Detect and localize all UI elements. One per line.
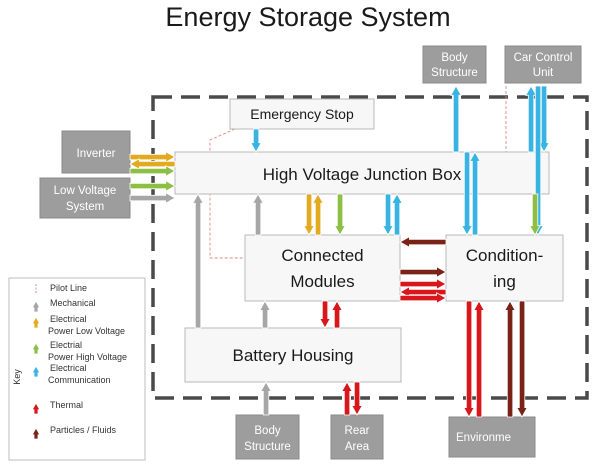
node-rear-area: Rear Area bbox=[330, 414, 384, 460]
arrow-cm-to-jb-comm bbox=[391, 193, 403, 236]
arrow-jb-to-cm-hv bbox=[334, 193, 346, 236]
arrow-cond-to-env-thermal bbox=[463, 300, 475, 418]
key-swatch bbox=[31, 427, 41, 440]
node-emergency-stop: Emergency Stop bbox=[229, 98, 375, 130]
key-item: Pilot Line bbox=[35, 283, 87, 293]
svg-text:Area: Area bbox=[345, 441, 370, 453]
svg-text:Connected: Connected bbox=[281, 246, 363, 265]
key-swatch bbox=[31, 402, 41, 415]
key-swatch bbox=[31, 342, 41, 355]
node-inverter: Inverter bbox=[61, 130, 131, 174]
key-label: Communication bbox=[48, 375, 111, 385]
arrow-cm-to-cond-thermal-2 bbox=[399, 292, 447, 304]
node-hv-junction-box: High Voltage Junction Box bbox=[174, 151, 550, 195]
system-boundary bbox=[151, 95, 589, 400]
node-conditioning: Condition- ing bbox=[445, 234, 564, 302]
pilot-lines bbox=[209, 86, 507, 259]
arrow-bh-to-jb-mech bbox=[192, 193, 204, 329]
svg-text:ing: ing bbox=[493, 272, 516, 291]
node-connected-modules: Connected Modules bbox=[244, 234, 401, 302]
svg-text:System: System bbox=[66, 201, 104, 213]
pilot-line-estop bbox=[209, 128, 245, 259]
arrow-cm-to-jb-lv bbox=[312, 193, 324, 236]
svg-text:Body: Body bbox=[254, 425, 280, 437]
key-swatch bbox=[31, 300, 41, 313]
arrow-cond-to-env-fluid bbox=[516, 300, 528, 418]
key-label: Mechanical bbox=[50, 298, 96, 308]
svg-text:Unit: Unit bbox=[533, 67, 554, 79]
node-low-voltage-system: Low Voltage System bbox=[39, 177, 131, 219]
key-item: Mechanical bbox=[31, 298, 96, 313]
svg-text:Inverter: Inverter bbox=[77, 148, 116, 160]
arrow-bh-to-cm-mech bbox=[259, 300, 271, 329]
arrow-inverter-to-jb-lv bbox=[129, 151, 176, 163]
node-body-structure-bottom: Body Structure bbox=[235, 414, 300, 460]
arrow-body-to-bh-mech bbox=[260, 381, 272, 416]
svg-text:Condition-: Condition- bbox=[466, 246, 544, 265]
arrow-jb-to-cond-hv bbox=[529, 193, 541, 236]
arrow-cond-to-cm-fluid bbox=[399, 236, 447, 248]
arrow-bh-to-cm-thermal bbox=[331, 300, 343, 329]
key-legend: Key Pilot LineMechanicalElectricalPower … bbox=[8, 277, 146, 461]
key-label: Power High Voltage bbox=[48, 352, 127, 362]
arrow-jb-to-ccu bbox=[525, 85, 537, 153]
key-label: Electrial bbox=[50, 340, 82, 350]
key-swatch bbox=[31, 365, 41, 378]
arrow-rear-to-bh-thermal bbox=[341, 381, 353, 416]
key-label: Particles / Fluids bbox=[50, 425, 117, 435]
arrow-jb-to-inverter-lv bbox=[129, 158, 176, 170]
diagram-title: Energy Storage System bbox=[165, 2, 451, 32]
key-label: Thermal bbox=[50, 400, 83, 410]
arrow-jb-to-body-structure bbox=[450, 85, 462, 153]
arrow-jb-to-cm-comm bbox=[382, 193, 394, 236]
arrow-inverter-to-jb-hv bbox=[129, 165, 176, 177]
svg-text:Modules: Modules bbox=[290, 272, 354, 291]
arrow-cm-to-jb-mech bbox=[252, 193, 264, 236]
arrow-lvs-to-jb bbox=[129, 180, 176, 192]
node-environment: Environme bbox=[448, 416, 536, 458]
key-box bbox=[8, 277, 146, 461]
arrow-env-to-cond-fluid bbox=[504, 300, 516, 418]
svg-text:Rear: Rear bbox=[345, 425, 370, 437]
svg-text:High Voltage Junction Box: High Voltage Junction Box bbox=[263, 165, 462, 184]
key-label: Electrical bbox=[50, 363, 87, 373]
key-item: Thermal bbox=[31, 400, 83, 415]
arrow-jb-to-cond-comm bbox=[461, 151, 473, 236]
arrow-jb-to-cm-lv bbox=[303, 193, 315, 236]
svg-text:Environme: Environme bbox=[456, 432, 511, 444]
key-label: Electrical bbox=[50, 314, 87, 324]
svg-text:Car Control: Car Control bbox=[514, 52, 573, 64]
key-heading: Key bbox=[12, 369, 22, 385]
node-body-structure-top: Body Structure bbox=[422, 45, 487, 84]
node-battery-housing: Battery Housing bbox=[184, 327, 402, 383]
svg-text:Structure: Structure bbox=[431, 67, 478, 79]
arrow-lvs-to-jb-mech bbox=[129, 192, 176, 204]
arrow-cm-to-cond-fluid bbox=[399, 266, 447, 278]
arrow-cm-to-bh-thermal bbox=[319, 300, 331, 329]
arrow-estop-to-jb bbox=[250, 128, 262, 153]
key-label: Pilot Line bbox=[50, 283, 87, 293]
arrow-cond-to-jb-comm bbox=[469, 151, 481, 236]
svg-text:Battery Housing: Battery Housing bbox=[233, 346, 354, 365]
svg-text:Low Voltage: Low Voltage bbox=[54, 185, 117, 197]
svg-text:Structure: Structure bbox=[244, 441, 291, 453]
arrow-cm-to-cond-thermal bbox=[399, 278, 447, 290]
key-item: Particles / Fluids bbox=[31, 425, 117, 440]
node-car-control-unit: Car Control Unit bbox=[504, 45, 582, 84]
arrow-bh-to-rear-thermal bbox=[351, 381, 363, 416]
arrow-env-to-cond-thermal bbox=[473, 300, 485, 418]
svg-text:Emergency Stop: Emergency Stop bbox=[250, 106, 354, 122]
key-label: Power Low Voltage bbox=[48, 326, 125, 336]
key-swatch bbox=[31, 316, 41, 329]
flow-arrows bbox=[129, 85, 550, 418]
svg-text:Body: Body bbox=[441, 52, 467, 64]
